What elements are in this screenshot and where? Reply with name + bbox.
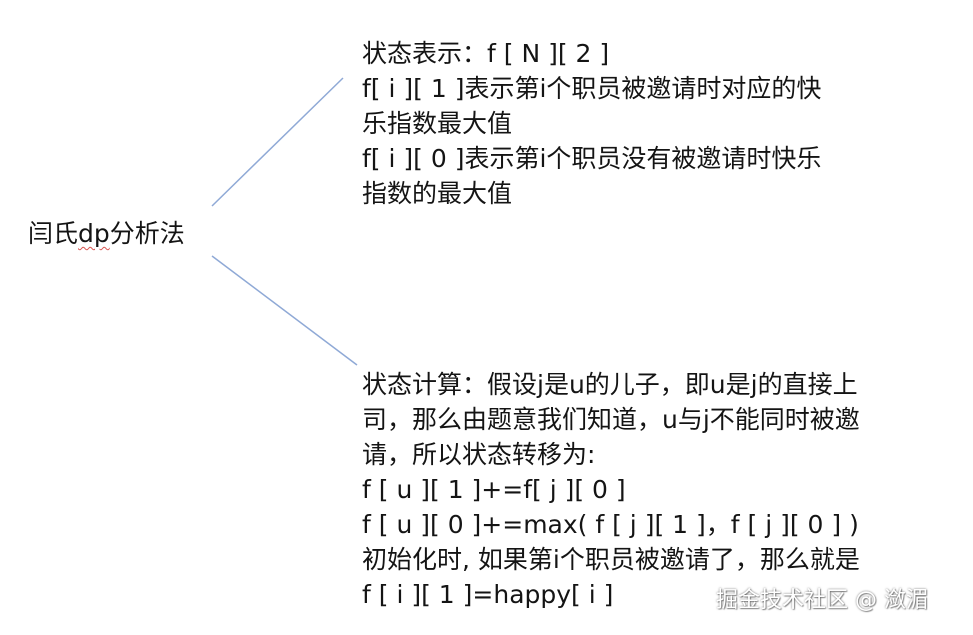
root-label-prefix: 闫氏 bbox=[28, 219, 79, 248]
connector-to-state-computation bbox=[211, 255, 358, 366]
state-computation-line: 司，那么由题意我们知道，u与j不能同时被邀 bbox=[362, 405, 860, 434]
state-representation-line: f[ i ][ 0 ]表示第i个职员没有被邀请时快乐 bbox=[362, 144, 822, 173]
state-computation-line: 初始化时, 如果第i个职员被邀请了，那么就是 bbox=[362, 545, 860, 574]
watermark-text: 掘金技术社区 @ 潋湄 bbox=[716, 588, 928, 613]
state-representation-line: 指数的最大值 bbox=[362, 179, 513, 208]
state-computation-line: 状态计算：假设j是u的儿子，即u是j的直接上 bbox=[362, 370, 858, 399]
branch-state-computation: 状态计算：假设j是u的儿子，即u是j的直接上 司，那么由题意我们知道，u与j不能… bbox=[362, 367, 962, 612]
state-computation-line: 请，所以状态转移为: bbox=[362, 440, 596, 469]
state-representation-line: f[ i ][ 1 ]表示第i个职员被邀请时对应的快 bbox=[362, 74, 822, 103]
state-computation-line: f [ u ][ 1 ]+=f[ j ][ 0 ] bbox=[362, 475, 626, 504]
state-representation-line: 状态表示：f [ N ][ 2 ] bbox=[362, 39, 610, 68]
root-label-suffix: 分析法 bbox=[109, 219, 185, 248]
root-label-dp: dp bbox=[78, 219, 110, 248]
connector-to-state-representation bbox=[211, 77, 344, 207]
state-computation-line: f [ i ][ 1 ]=happy[ i ] bbox=[362, 580, 614, 609]
root-node-yan-dp-method: 闫氏dp分析法 bbox=[28, 216, 185, 252]
branch-state-representation: 状态表示：f [ N ][ 2 ] f[ i ][ 1 ]表示第i个职员被邀请时… bbox=[362, 36, 922, 211]
state-computation-line: f [ u ][ 0 ]+=max( f [ j ][ 1 ]，f [ j ][… bbox=[362, 510, 859, 539]
state-representation-line: 乐指数最大值 bbox=[362, 109, 513, 138]
